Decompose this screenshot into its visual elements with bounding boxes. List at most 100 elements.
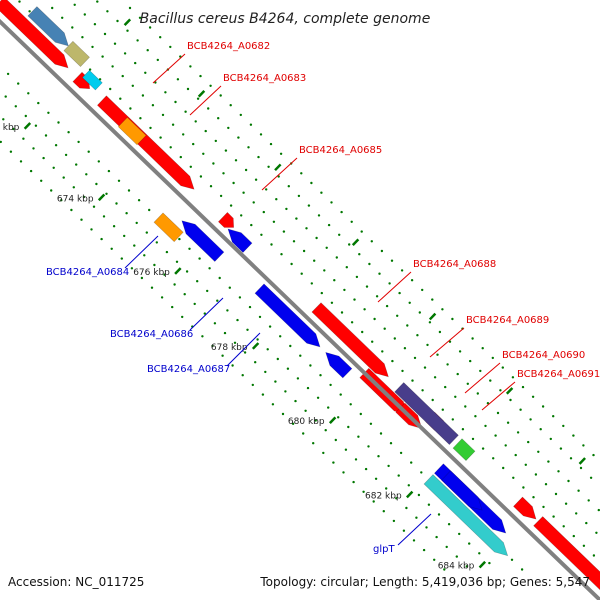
track-dot [420, 471, 423, 474]
track-dot [131, 84, 134, 88]
track-dot [268, 325, 272, 328]
track-dot [307, 204, 311, 207]
track-dot [91, 45, 94, 49]
track-dot [349, 403, 352, 406]
track-dot [511, 376, 515, 379]
track-dot [542, 505, 545, 509]
track-dot [361, 330, 364, 334]
track-dot [489, 379, 492, 382]
track-dot [415, 516, 418, 519]
track-dot [348, 243, 351, 246]
track-dot [544, 483, 548, 486]
track-dot [61, 16, 64, 19]
track-dot [140, 276, 144, 280]
tick-dot-tracks [0, 0, 600, 571]
track-dot [199, 175, 203, 178]
track-dot [62, 176, 65, 179]
track-dot [221, 354, 224, 357]
track-dot [344, 448, 348, 451]
gene-arrow [181, 220, 225, 262]
track-dot [300, 172, 303, 175]
track-dot [227, 126, 230, 130]
track-dot [156, 58, 159, 62]
track-dot [85, 173, 88, 176]
track-dot [116, 19, 119, 23]
track-dot [161, 113, 165, 117]
gene-label: BCB4264_A0682 [187, 41, 270, 52]
track-dot [113, 42, 117, 45]
track-dot [372, 500, 375, 503]
track-dot [314, 419, 317, 422]
topology-text: Topology: circular; Length: 5,419,036 bp… [259, 575, 590, 589]
gene-arrow [27, 6, 69, 47]
track-dot [388, 282, 391, 285]
track-dot [196, 97, 200, 100]
track-dot [445, 545, 448, 549]
track-dot [155, 241, 158, 244]
track-dot [436, 353, 439, 356]
gene-arrow [533, 516, 600, 591]
tick-label: 674 kbp [57, 194, 94, 204]
track-dot [256, 338, 259, 341]
track-dot [437, 513, 441, 516]
track-dot [241, 374, 244, 377]
track-dot [129, 107, 132, 110]
track-dot [73, 3, 76, 6]
track-dot [300, 272, 303, 275]
track-dot [2, 118, 5, 121]
track-dot [81, 36, 84, 39]
leader-line [226, 332, 261, 367]
track-dot [332, 461, 335, 464]
track-dot [350, 321, 354, 324]
track-dot [261, 393, 265, 396]
track-dot [390, 259, 394, 262]
track-dot [363, 308, 366, 311]
track-dot [112, 225, 116, 228]
gene-label: BCB4264_A0685 [299, 145, 382, 156]
track-dot [60, 199, 63, 202]
track-dot [478, 552, 481, 555]
track-dot [204, 129, 207, 133]
track-dot [182, 133, 185, 136]
gene-label: BCB4264_A0689 [466, 315, 549, 326]
track-dot [302, 249, 306, 253]
track-dot [97, 160, 101, 163]
track-dot [539, 428, 542, 431]
track-dot [371, 340, 374, 343]
map-title: Bacillus cereus B4264, complete genome [140, 11, 431, 27]
track-dot [183, 293, 186, 296]
track-dot [232, 181, 235, 185]
track-dot [294, 399, 297, 403]
gene-label: BCB4264_A0686 [110, 329, 193, 340]
track-dot [380, 249, 384, 253]
track-dot [531, 395, 535, 398]
track-dot [577, 489, 580, 492]
track-dot [251, 383, 254, 387]
track-dot [552, 515, 555, 518]
track-dot [208, 267, 211, 270]
track-dot [514, 453, 517, 457]
track-dot [231, 364, 234, 367]
tick-mark [97, 193, 106, 202]
track-dot [127, 189, 131, 192]
track-dot [585, 521, 588, 525]
track-dot [272, 220, 276, 223]
track-dot [264, 370, 267, 374]
gene-label: BCB4264_A0683 [223, 73, 306, 84]
track-dot [410, 461, 413, 464]
track-dot [471, 337, 474, 340]
track-dot [374, 477, 378, 480]
track-dot [160, 296, 164, 299]
track-dot [219, 94, 222, 97]
track-dot [57, 121, 60, 124]
track-dot [339, 393, 342, 396]
track-dot [582, 544, 586, 547]
track-dot [209, 185, 213, 188]
track-dot [510, 558, 514, 561]
track-dot [451, 418, 454, 421]
track-dot [169, 146, 172, 149]
track-dot [486, 402, 490, 405]
track-dot [461, 428, 465, 431]
